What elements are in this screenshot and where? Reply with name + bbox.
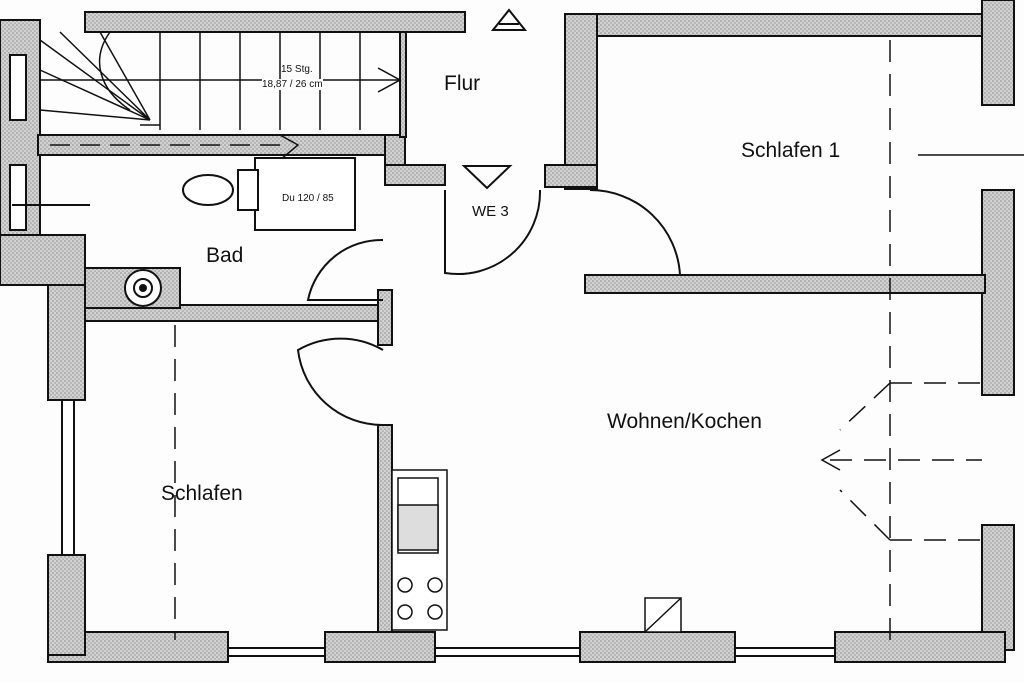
doors (296, 188, 682, 427)
kitchen-counter (391, 469, 682, 633)
shower-label: Du 120 / 85 (282, 193, 334, 204)
stair-steps-label: 15 Stg. (281, 64, 313, 75)
dashed-lines (174, 40, 1024, 640)
room-label-flur: Flur (444, 72, 481, 95)
level-markers (461, 8, 528, 190)
stair-dimensions-label: 18,87 / 26 cm (262, 79, 323, 90)
walls (0, 0, 1015, 663)
room-label-wohnen-kochen: Wohnen/Kochen (607, 410, 762, 433)
room-label-schlafen: Schlafen (161, 482, 243, 505)
unit-label: WE 3 (472, 203, 509, 220)
room-label-bad: Bad (206, 244, 244, 267)
room-label-schlafen-1: Schlafen 1 (741, 139, 841, 162)
bathroom-fixtures (12, 157, 356, 307)
